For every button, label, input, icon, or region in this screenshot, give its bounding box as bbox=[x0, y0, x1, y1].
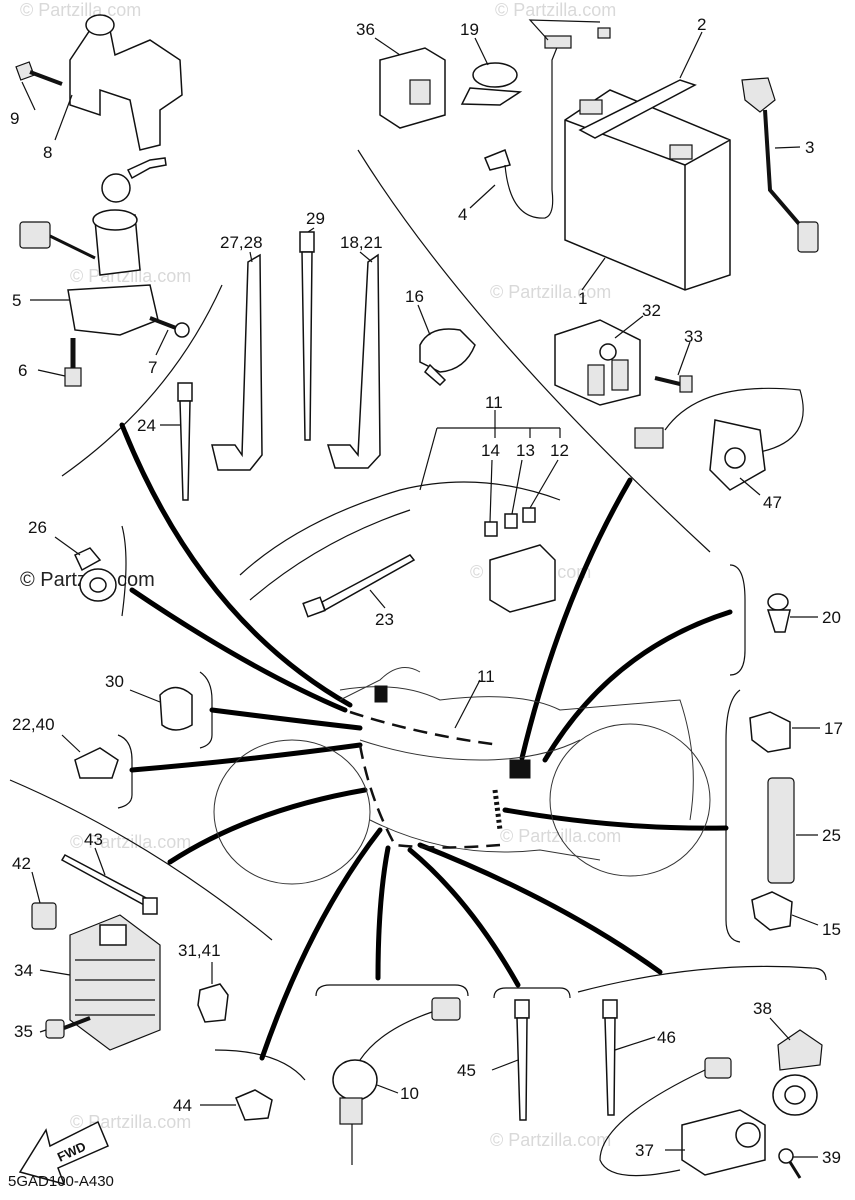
callout-2: 2 bbox=[697, 15, 706, 34]
callout-30: 30 bbox=[105, 672, 124, 691]
callout-45: 45 bbox=[457, 1061, 476, 1080]
part-42-clip bbox=[31, 902, 57, 930]
watermark-text: © Partzilla.com bbox=[500, 826, 621, 846]
callout-11-top: 11 bbox=[485, 393, 503, 412]
leader-lines bbox=[21, 31, 820, 1158]
part-3-cable bbox=[741, 77, 819, 253]
callout-37: 37 bbox=[635, 1141, 654, 1160]
part-20-clip bbox=[766, 593, 791, 633]
part-22-40-holder bbox=[74, 747, 119, 779]
part-19-holder bbox=[460, 62, 523, 106]
callout-15: 15 bbox=[822, 920, 841, 939]
part-17-clamp bbox=[749, 711, 791, 753]
part-9-bolt bbox=[15, 61, 63, 86]
part-1-battery bbox=[564, 79, 731, 291]
part-10-switch bbox=[332, 997, 461, 1165]
callout-20: 20 bbox=[822, 608, 841, 627]
part-31-41-clip bbox=[197, 983, 229, 1023]
callout-26: 26 bbox=[28, 518, 47, 537]
part-32-starter-relay bbox=[554, 319, 641, 406]
callout-8: 8 bbox=[43, 143, 52, 162]
callout-27-28: 27,28 bbox=[220, 233, 263, 252]
callout-7: 7 bbox=[148, 358, 157, 377]
callout-44: 44 bbox=[173, 1096, 192, 1115]
part-5-main-switch bbox=[19, 157, 167, 336]
part-26-clamp bbox=[74, 547, 117, 602]
callout-19: 19 bbox=[460, 20, 479, 39]
callout-11-mid: 11 bbox=[477, 667, 495, 686]
part-16-clamp bbox=[419, 328, 476, 387]
part-36-relay bbox=[379, 47, 446, 129]
callout-18-21: 18,21 bbox=[340, 233, 383, 252]
part-18-21-cable-tie bbox=[326, 253, 381, 469]
part-30-clamp bbox=[159, 686, 193, 731]
part-35-bolt bbox=[45, 1016, 91, 1039]
callout-10: 10 bbox=[400, 1084, 419, 1103]
part-47-sensor bbox=[634, 387, 804, 491]
callout-14: 14 bbox=[481, 441, 500, 460]
connector-lines bbox=[119, 422, 733, 1061]
callout-38: 38 bbox=[753, 999, 772, 1018]
callout-6: 6 bbox=[18, 361, 27, 380]
fwd-arrow: FWD bbox=[18, 1120, 109, 1186]
region-boundaries bbox=[9, 149, 827, 1081]
callout-16: 16 bbox=[405, 287, 424, 306]
callout-34: 34 bbox=[14, 961, 33, 980]
callout-4: 4 bbox=[458, 205, 467, 224]
part-39-screw bbox=[778, 1148, 802, 1179]
callout-31-41: 31,41 bbox=[178, 941, 221, 960]
vehicle-outline bbox=[213, 667, 711, 885]
part-38-cap bbox=[772, 1029, 823, 1116]
callout-32: 32 bbox=[642, 301, 661, 320]
callout-43: 43 bbox=[84, 830, 103, 849]
callout-13: 13 bbox=[516, 441, 535, 460]
part-33-bolt bbox=[654, 375, 693, 393]
callout-24: 24 bbox=[137, 416, 156, 435]
part-7-screw bbox=[149, 316, 190, 338]
callout-39: 39 bbox=[822, 1148, 841, 1167]
part-45-cable-tie bbox=[514, 999, 530, 1121]
part-15-clamp bbox=[751, 891, 793, 931]
callout-35: 35 bbox=[14, 1022, 33, 1041]
part-11-harness bbox=[239, 481, 561, 613]
part-6-bolt bbox=[64, 338, 82, 387]
callout-42: 42 bbox=[12, 854, 31, 873]
callouts: 9 8 5 6 7 36 19 2 3 4 1 32 33 47 27,28 2… bbox=[10, 15, 843, 1167]
part-46-cable-tie bbox=[602, 999, 618, 1116]
callout-36: 36 bbox=[356, 20, 375, 39]
diagram-code: 5GAD100-A430 bbox=[8, 1173, 114, 1190]
part-44-clip bbox=[235, 1089, 273, 1121]
callout-3: 3 bbox=[805, 138, 814, 157]
callout-29: 29 bbox=[306, 209, 325, 228]
watermark-text: © Partzilla.com bbox=[490, 1130, 611, 1150]
callout-33: 33 bbox=[684, 327, 703, 346]
watermark-text: © Partzilla.com bbox=[490, 282, 611, 302]
part-24-cable-tie bbox=[177, 382, 193, 501]
watermark-text: © Partzilla.com bbox=[70, 832, 191, 852]
part-4-cable bbox=[484, 19, 611, 219]
callout-17: 17 bbox=[824, 719, 843, 738]
part-34-regulator bbox=[69, 914, 161, 1051]
callout-5: 5 bbox=[12, 291, 21, 310]
part-23-cable-tie bbox=[302, 554, 416, 618]
callout-1: 1 bbox=[578, 289, 587, 308]
callout-9: 9 bbox=[10, 109, 19, 128]
part-29-cable-tie bbox=[299, 231, 315, 441]
watermark-text: © Partzilla.com bbox=[495, 0, 616, 20]
callout-23: 23 bbox=[375, 610, 394, 629]
callout-47: 47 bbox=[763, 493, 782, 512]
callout-25: 25 bbox=[822, 826, 841, 845]
part-37-sensor bbox=[599, 1057, 766, 1177]
callout-12: 12 bbox=[550, 441, 569, 460]
part-27-28-cable-tie bbox=[211, 253, 263, 471]
part-43-cable-tie bbox=[60, 854, 158, 915]
watermark-text: © Partzilla.com bbox=[20, 0, 141, 20]
callout-22-40: 22,40 bbox=[12, 715, 55, 734]
callout-46: 46 bbox=[657, 1028, 676, 1047]
part-25-standoff bbox=[767, 777, 795, 884]
part-8-bracket bbox=[69, 14, 183, 151]
